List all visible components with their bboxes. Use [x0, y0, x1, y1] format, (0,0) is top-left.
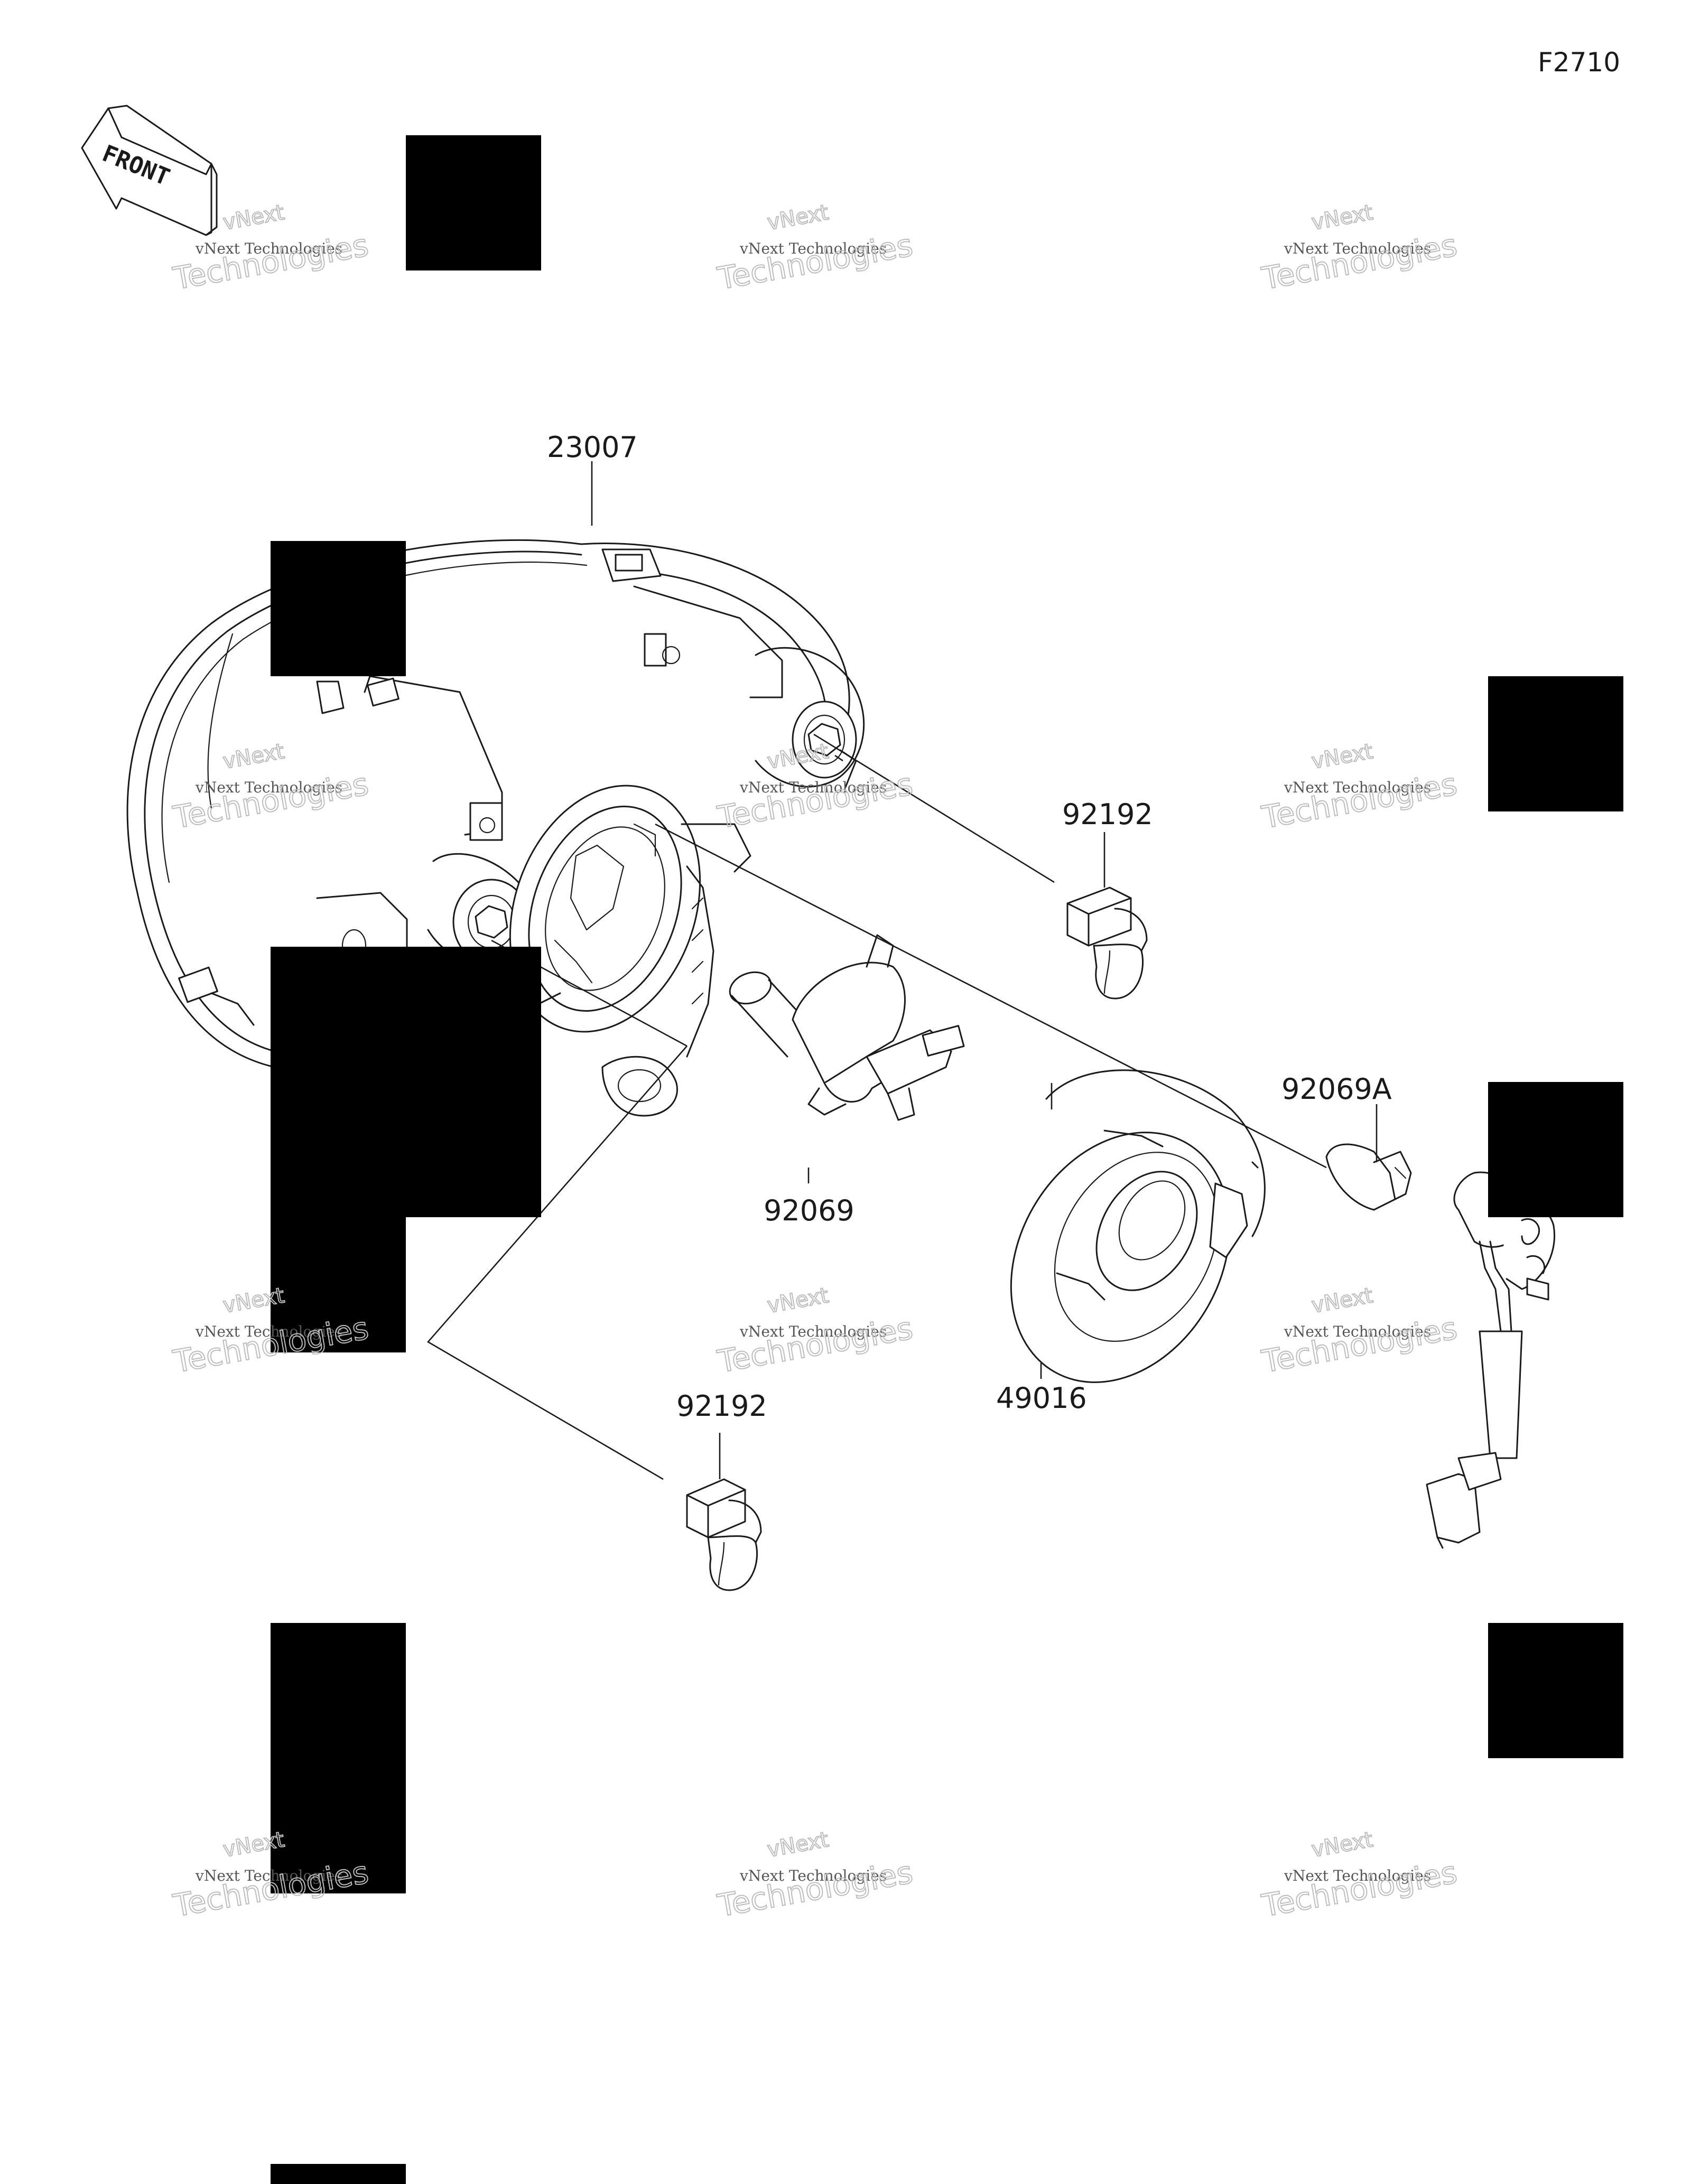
watermark-middle: vNext Technologies	[739, 1323, 887, 1340]
watermark-top: vNext	[221, 739, 286, 774]
rubber-cap	[1010, 1069, 1266, 1383]
label-92192-upper: 92192	[1062, 798, 1153, 831]
redaction-block	[1488, 1623, 1623, 1758]
label-23007: 23007	[547, 431, 638, 464]
front-arrow-icon: FRONT	[81, 105, 218, 236]
figure-code: F2710	[1538, 47, 1620, 78]
label-92069: 92069	[764, 1194, 854, 1227]
bulb-main	[729, 934, 965, 1121]
bulb-port	[509, 785, 701, 1033]
label-92069A: 92069A	[1281, 1072, 1392, 1106]
position-socket-harness	[1426, 1171, 1555, 1549]
watermark-middle: vNext Technologies	[195, 240, 342, 257]
watermark-bottom: Technologies	[715, 1854, 916, 1924]
watermark-bottom: Technologies	[1259, 1854, 1460, 1924]
watermark-middle: vNext Technologies	[1284, 240, 1431, 257]
watermark-top: vNext	[221, 200, 286, 235]
label-92192-lower: 92192	[676, 1389, 767, 1423]
socket-upper	[1066, 886, 1148, 1000]
watermark-bottom: Technologies	[715, 1310, 916, 1380]
watermark-top: vNext	[1309, 739, 1374, 774]
redaction-block	[271, 1623, 406, 1893]
redaction-block	[406, 135, 541, 270]
watermark-middle: vNext Technologies	[195, 1323, 342, 1340]
watermark-bottom: Technologies	[1259, 766, 1460, 836]
watermark-bottom: Technologies	[1259, 227, 1460, 297]
socket-lower	[686, 1478, 762, 1591]
watermark-bottom: Technologies	[171, 766, 371, 836]
watermark-top: vNext	[765, 1283, 830, 1318]
watermark-middle: vNext Technologies	[195, 1867, 342, 1884]
watermark-top: vNext	[1309, 1283, 1374, 1318]
redaction-block	[271, 541, 406, 676]
watermark-bottom: Technologies	[715, 227, 916, 297]
redaction-block	[1488, 1082, 1623, 1217]
watermark-top: vNext	[765, 1827, 830, 1862]
redaction-block	[271, 1217, 406, 1352]
redaction-blocks	[271, 135, 1623, 2184]
bulb-position	[1325, 1143, 1412, 1211]
watermark-bottom: Technologies	[1259, 1310, 1460, 1380]
redaction-block	[271, 947, 541, 1217]
watermark-top: vNext	[765, 200, 830, 235]
watermark-middle: vNext Technologies	[739, 1867, 887, 1884]
watermark-bottom: Technologies	[171, 227, 371, 297]
watermark-middle: vNext Technologies	[1284, 1867, 1431, 1884]
redaction-block	[1488, 676, 1623, 811]
leader-lines	[426, 461, 1378, 1480]
watermark-top: vNext	[1309, 200, 1374, 235]
watermark-middle: vNext Technologies	[195, 779, 342, 796]
watermark-middle: vNext Technologies	[1284, 779, 1431, 796]
watermark-top: vNext	[1309, 1827, 1374, 1862]
watermark-middle: vNext Technologies	[1284, 1323, 1431, 1340]
redaction-block	[271, 2164, 406, 2184]
label-49016: 49016	[996, 1382, 1087, 1415]
watermark-middle: vNext Technologies	[739, 240, 887, 257]
watermark-middle: vNext Technologies	[739, 779, 887, 796]
